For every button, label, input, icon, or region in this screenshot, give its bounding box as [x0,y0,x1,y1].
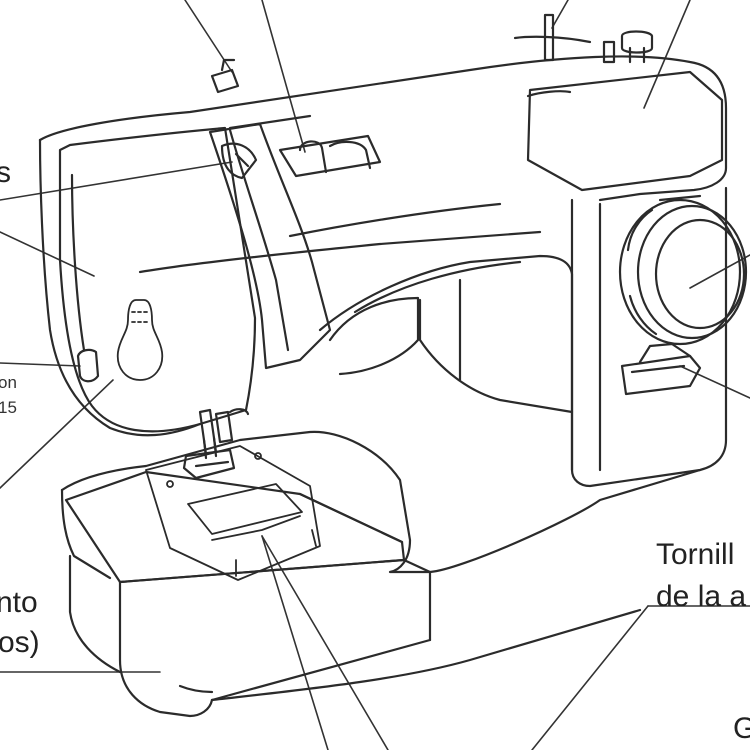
leader-bobbin-winder [261,0,306,153]
label-left-bottom-2: os) [0,626,40,659]
machine-pillar [418,186,728,488]
top-fittings [210,13,654,94]
upper-arm-midline [138,230,542,274]
front-face-cover [58,126,257,433]
label-right-bottom: G [733,712,750,745]
thread-tension-column [208,122,332,370]
base-top [60,430,702,574]
leader-face-cover [0,231,95,277]
take-up-lever [220,142,258,180]
top-cover-panel [526,70,724,192]
machine-base [60,430,702,718]
leader-spool-pin [551,0,569,29]
accessory-box-line [178,684,214,694]
bobbin-winder-spindle [602,40,616,64]
thread-guide-top [210,68,240,94]
leader-needle-plate-screw-diag [531,605,649,751]
presser-lever [76,348,100,383]
label-right-1: Tornill [656,538,735,571]
machine-body-upper [38,55,728,472]
extension-table [64,470,406,584]
label-left-mid-1: on [0,373,17,392]
stitch-selector [620,342,702,396]
arm-cut-curve [328,296,420,376]
label-left-bottom-1: nto [0,586,38,619]
leader-light-bulb [0,379,114,489]
hand-wheel [618,194,748,346]
leader-tension-dial [0,161,233,201]
label-right-2: de la a [656,580,747,613]
leader-stitch-selector [679,365,750,399]
presser-foot-assembly [182,408,250,480]
leader-presser-lever [0,362,81,367]
leader-plate-1 [261,535,329,751]
leader-thread-guide [184,0,233,73]
label-left-mid-2: 15 [0,398,17,417]
leader-top-cover [643,0,691,109]
needle-plate [145,445,321,581]
upper-arm-lower-edge [318,254,574,472]
light-bulb [116,299,164,381]
upper-arm-outline [38,55,728,202]
bobbin-winder [278,134,382,178]
leader-plate-2 [261,535,389,751]
label-left-top: s [0,156,11,189]
